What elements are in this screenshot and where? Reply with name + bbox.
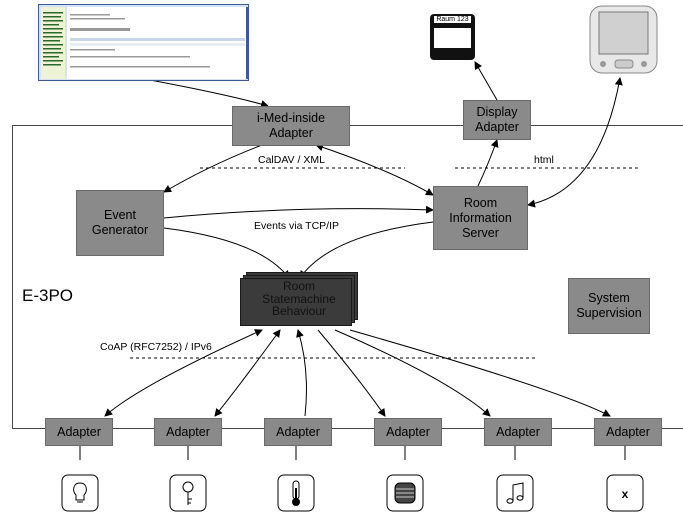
adapter-box-1: Adapter bbox=[45, 418, 113, 446]
stack-text: Room Statemachine Behaviour bbox=[240, 272, 358, 326]
room-info-server-label: Room Information Server bbox=[449, 195, 512, 240]
html-link-label: html bbox=[534, 154, 554, 166]
adapter-label: Adapter bbox=[606, 424, 650, 439]
display-adapter-box: Display Adapter bbox=[463, 100, 531, 140]
display-adapter-label: Display Adapter bbox=[475, 105, 519, 134]
event-generator-label: Event Generator bbox=[91, 208, 149, 237]
stack-layer-front bbox=[240, 278, 352, 326]
imed-adapter-box: i-Med-inside Adapter bbox=[232, 106, 350, 146]
adapter-box-6: Adapter bbox=[594, 418, 662, 446]
adapter-label: Adapter bbox=[57, 424, 101, 439]
adapter-box-5: Adapter bbox=[484, 418, 552, 446]
coap-link-label: CoAP (RFC7252) / IPv6 bbox=[100, 341, 212, 353]
imed-adapter-label: i-Med-inside Adapter bbox=[256, 111, 326, 140]
system-label: E-3PO bbox=[22, 286, 74, 305]
thermometer-icon bbox=[277, 474, 315, 512]
svg-text:x: x bbox=[622, 487, 629, 501]
adapter-box-3: Adapter bbox=[264, 418, 332, 446]
x-icon: x bbox=[606, 474, 644, 512]
adapter-label: Adapter bbox=[276, 424, 320, 439]
blinds-icon bbox=[386, 474, 424, 512]
adapter-label: Adapter bbox=[166, 424, 210, 439]
adapter-label: Adapter bbox=[496, 424, 540, 439]
room-display-tag: Raum 123 bbox=[434, 16, 471, 23]
adapter-box-2: Adapter bbox=[154, 418, 222, 446]
system-supervision-box: System Supervision bbox=[568, 278, 650, 334]
adapter-label: Adapter bbox=[386, 424, 430, 439]
monitor-device bbox=[589, 5, 658, 74]
room-info-server-box: Room Information Server bbox=[433, 186, 528, 250]
event-generator-box: Event Generator bbox=[76, 190, 164, 256]
events-link-label: Events via TCP/IP bbox=[254, 220, 340, 232]
room-statemachine-stack: Room Statemachine Behaviour bbox=[240, 272, 358, 326]
room-display-screen bbox=[434, 28, 471, 48]
caldav-link-label: CalDAV / XML bbox=[258, 154, 325, 166]
room-display-device: Raum 123 bbox=[430, 14, 475, 60]
imed-screenshot-image bbox=[38, 4, 249, 81]
system-supervision-label: System Supervision bbox=[576, 291, 642, 320]
stack-label-statemachine: Statemachine bbox=[262, 291, 336, 306]
music-note-icon bbox=[496, 474, 534, 512]
adapter-box-4: Adapter bbox=[374, 418, 442, 446]
key-icon bbox=[169, 474, 207, 512]
stack-label-behaviour: Behaviour bbox=[271, 304, 327, 319]
light-bulb-icon bbox=[61, 474, 99, 512]
stack-label-room: Room bbox=[282, 279, 315, 294]
